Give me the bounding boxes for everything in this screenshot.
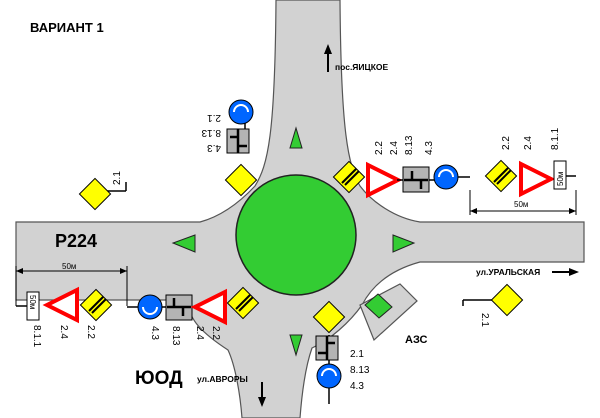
direction-east-label: ул.УРАЛЬСКАЯ xyxy=(476,267,540,277)
direction-southwest-label: ЮОД xyxy=(135,368,183,389)
sign-group-east: 2.1 xyxy=(462,283,524,327)
island-north xyxy=(289,126,303,149)
roundabout-sign-icon xyxy=(316,363,342,389)
priority-road-sign xyxy=(78,177,112,211)
sign-code-label: 8.1.1 xyxy=(550,127,561,150)
sign-group-north: 4.3 8.13 2.1 xyxy=(201,99,258,197)
sign-group-far-east: 50м 2.2 2.4 8.1.1 50м xyxy=(469,127,577,215)
sign-code-label: 8.13 xyxy=(170,326,181,346)
sign-code-label: 8.13 xyxy=(350,365,370,376)
sign-code-label: 4.3 xyxy=(424,141,435,155)
arrow-down-icon xyxy=(258,382,266,407)
traffic-islands xyxy=(171,126,416,357)
island-west xyxy=(171,234,196,253)
distance-label: 50м xyxy=(514,200,528,209)
roundabout-sign-icon xyxy=(433,164,459,190)
sign-code-label: 2.2 xyxy=(374,141,385,155)
sign-code-label: 2.2 xyxy=(501,136,512,150)
sign-code-label: 2.4 xyxy=(58,325,69,339)
sign-code-label: 2.4 xyxy=(194,326,205,340)
roundabout-sign-icon xyxy=(137,294,163,320)
sign-code-label: 4.3 xyxy=(149,326,160,340)
sign-code-label: 8.13 xyxy=(201,127,221,138)
distance-label: 50м xyxy=(62,262,76,271)
sign-code-label: 2.4 xyxy=(389,141,400,155)
sign-code-label: 2.2 xyxy=(85,325,96,339)
sign-code-label: 4.3 xyxy=(350,381,364,392)
sign-group-far-west: 50м 50м 8.1.1 2.4 2.2 xyxy=(15,262,128,348)
roundabout-sign-icon xyxy=(228,99,254,125)
sign-code-label: 8.13 xyxy=(404,135,415,155)
priority-road-sign xyxy=(490,283,524,317)
sign-code-label: 2.2 xyxy=(210,326,221,340)
give-way-sign xyxy=(42,286,79,324)
sign-group-southwest: 4.3 8.13 2.4 2.2 xyxy=(127,286,260,346)
island-gas-station xyxy=(364,293,393,319)
priority-road-sign xyxy=(312,300,346,334)
give-way-sign xyxy=(190,288,227,326)
sign-code-label: 2.1 xyxy=(479,313,490,327)
direction-arrows xyxy=(258,44,579,407)
sign-code-label: 2.1 xyxy=(112,171,123,185)
give-way-sign xyxy=(366,161,403,199)
sign-code-label: 4.3 xyxy=(207,142,221,153)
central-island xyxy=(235,174,357,296)
island-east xyxy=(392,234,416,253)
sign-code-label: 2.1 xyxy=(207,112,221,123)
arrow-up-icon xyxy=(324,44,332,72)
gas-station-label: АЗС xyxy=(405,334,428,346)
sign-code-label: 8.1.1 xyxy=(31,325,42,348)
direction-south-label: ул.АВРОРЫ xyxy=(197,374,248,384)
arrow-right-icon xyxy=(552,268,579,276)
variant-title: ВАРИАНТ 1 xyxy=(30,20,104,35)
distance-plate-label: 50м xyxy=(28,295,37,309)
sign-group-northwest: 2.1 xyxy=(78,171,127,211)
direction-north-label: пос.ЯИЦКОЕ xyxy=(335,62,389,72)
distance-plate xyxy=(553,160,567,190)
give-way-sign xyxy=(519,160,556,198)
sign-group-south: 2.1 8.13 4.3 xyxy=(312,300,370,404)
distance-plate-label: 50м xyxy=(556,172,565,186)
sign-group-northeast: 2.2 2.4 8.13 4.3 xyxy=(332,135,470,199)
road-name: Р224 xyxy=(55,231,97,251)
island-south xyxy=(289,334,303,357)
sign-code-label: 2.4 xyxy=(523,136,534,150)
distance-plate xyxy=(26,291,40,321)
priority-road-sign xyxy=(224,163,258,197)
sign-code-label: 2.1 xyxy=(350,349,364,360)
